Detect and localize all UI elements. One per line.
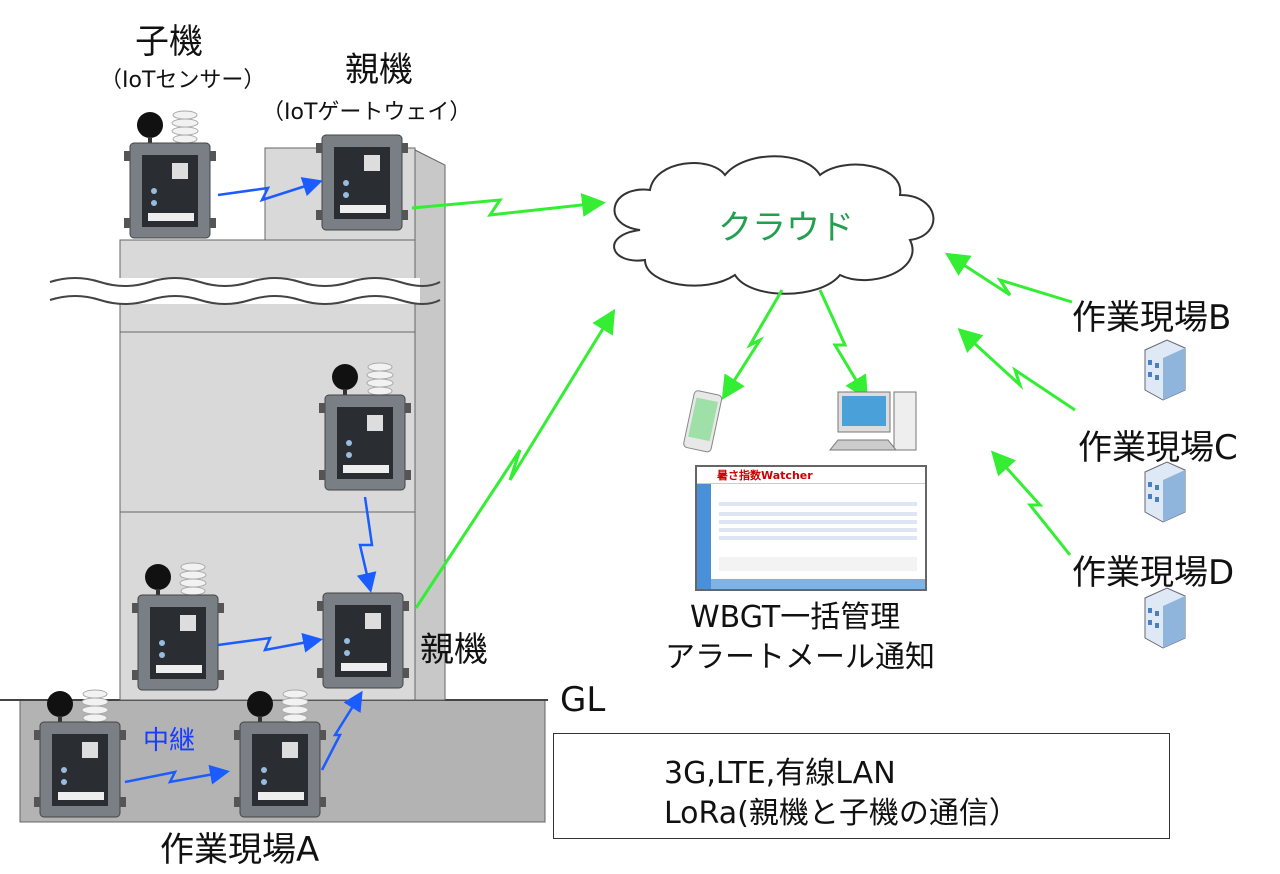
link-arrow xyxy=(356,496,377,593)
building-side xyxy=(414,149,446,701)
wbgt-label: WBGT一括管理 xyxy=(690,600,901,635)
office-building-icon xyxy=(1144,587,1186,649)
legend-item-lora: LoRa(親機と子機の通信） xyxy=(664,796,1019,831)
app-sidebar xyxy=(697,484,711,589)
site-b-label: 作業現場B xyxy=(1072,298,1232,338)
app-news xyxy=(719,557,917,571)
desktop-pc-icon xyxy=(828,391,917,451)
app-row xyxy=(719,502,917,506)
alert-label: アラートメール通知 xyxy=(665,640,935,675)
legend: 3G,LTE,有線LAN LoRa(親機と子機の通信） xyxy=(553,733,1170,839)
parent-subtitle: （IoTゲートウェイ） xyxy=(262,100,472,125)
parent-gateway-device xyxy=(316,592,410,689)
link-arrow xyxy=(411,193,606,217)
app-footer xyxy=(711,579,925,589)
app-row xyxy=(719,520,917,524)
child-sensor-device xyxy=(123,110,217,239)
link-arrow xyxy=(818,289,869,401)
child-subtitle: （IoTセンサー） xyxy=(100,68,266,93)
parent-title: 親機 xyxy=(345,50,413,90)
link-arrow xyxy=(414,308,616,609)
cloud-label: クラウド xyxy=(718,208,854,248)
site-a-label: 作業現場A xyxy=(160,830,320,870)
legend-item-wireless: 3G,LTE,有線LAN xyxy=(664,756,896,791)
gl-label: GL xyxy=(560,680,606,720)
link-arrow xyxy=(990,450,1072,556)
relay-label: 中継 xyxy=(143,726,196,756)
cloud-shape xyxy=(613,155,935,295)
link-arrow xyxy=(721,289,784,401)
link-arrow xyxy=(217,177,323,203)
app-row xyxy=(719,512,917,516)
link-arrow xyxy=(957,327,1076,412)
parent-lower-label: 親機 xyxy=(420,630,488,670)
child-title: 子機 xyxy=(135,22,203,62)
link-arrow xyxy=(944,252,1073,304)
office-building-icon xyxy=(1144,339,1186,401)
site-d-label: 作業現場D xyxy=(1072,553,1235,593)
link-arrow xyxy=(217,632,323,653)
site-c-label: 作業現場C xyxy=(1078,428,1238,468)
app-row xyxy=(719,536,917,540)
app-title: 暑さ指数Watcher xyxy=(697,467,925,484)
office-building-icon xyxy=(1144,461,1186,523)
web-app-screenshot: 暑さ指数Watcher xyxy=(695,465,927,591)
link-arrow xyxy=(320,690,363,771)
break-line xyxy=(49,295,441,305)
parent-gateway-device xyxy=(315,134,409,231)
app-row xyxy=(719,528,917,532)
link-arrow xyxy=(124,764,230,785)
smartphone-icon xyxy=(683,390,723,453)
break-line xyxy=(49,277,441,287)
